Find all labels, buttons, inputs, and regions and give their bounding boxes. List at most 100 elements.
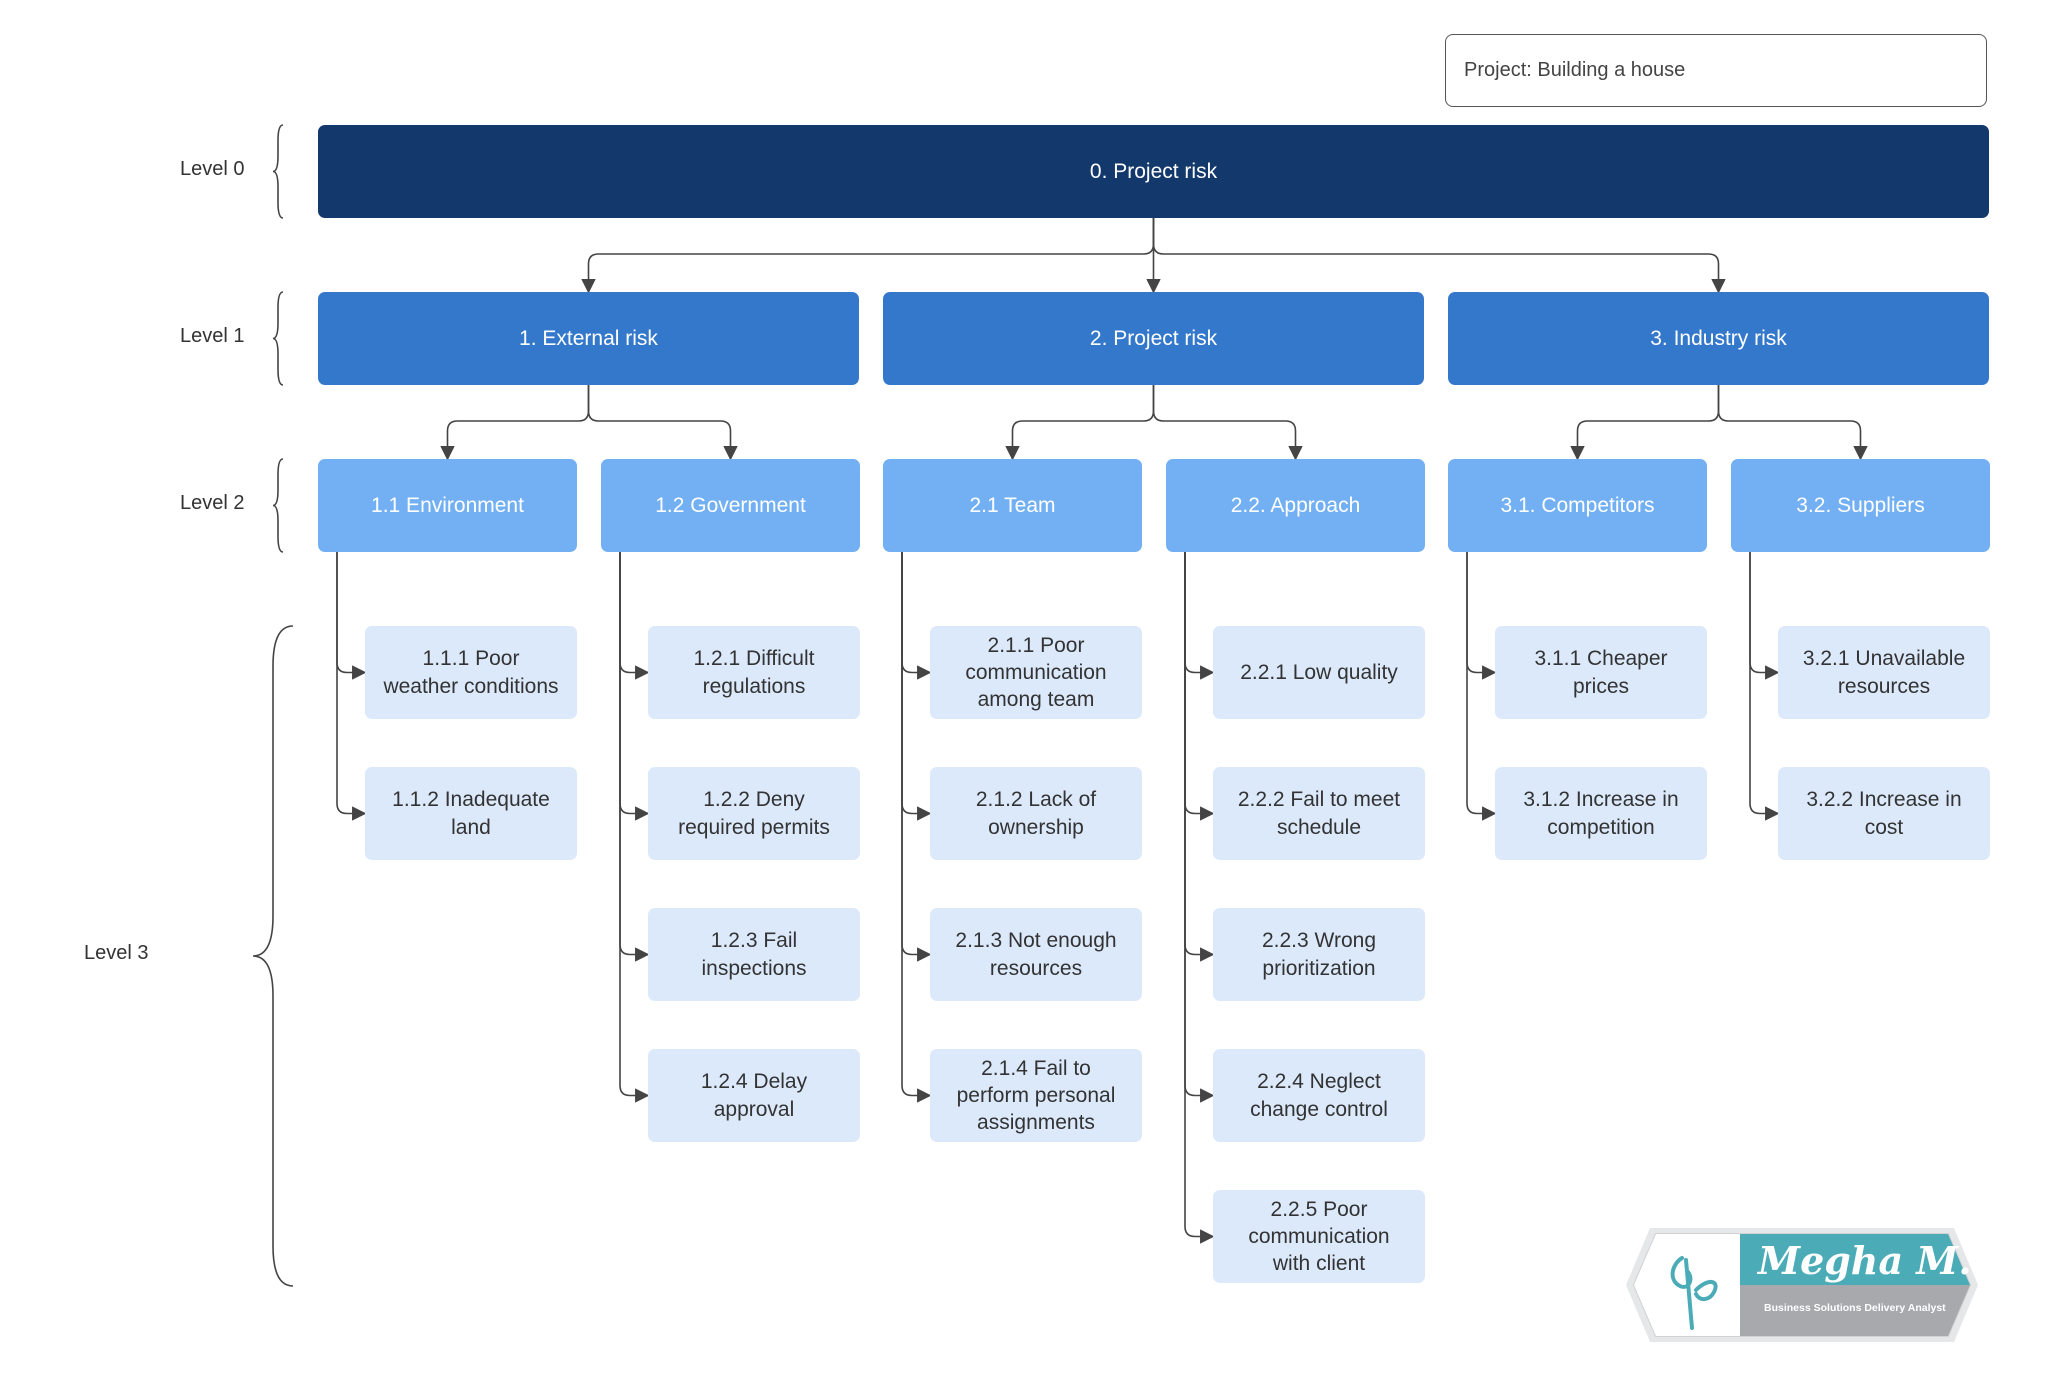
risk-item-2-2-4: 2.2.4 Neglect change control [1213,1049,1425,1142]
connector-group-1-2-to-item-2 [619,552,650,821]
group-node-1-1: 1.1 Environment [318,459,577,552]
logo-tagline: Business Solutions Delivery Analyst [1764,1302,1946,1314]
risk-item-3-1-2-label: 3.1.2 Increase in competition [1523,788,1679,839]
category-node-1-label: 1. External risk [519,326,658,350]
group-node-3-2-label: 3.2. Suppliers [1796,493,1925,517]
connector-group-1-1-to-item-1 [336,552,367,680]
risk-item-3-2-1-label: 3.2.1 Unavailable resources [1802,647,1966,698]
risk-item-1-2-1-label: 1.2.1 Difficult regulations [693,647,815,698]
connector-group-1-2-to-item-3 [619,552,650,962]
category-node-1: 1. External risk [318,292,859,385]
connector-category-1-to-group-1 [440,385,590,461]
connector-group-1-2-to-item-1 [619,552,650,680]
level-2-label: Level 2 [180,492,245,514]
risk-item-2-2-5: 2.2.5 Poor communication with client [1213,1190,1425,1283]
level-3-brace-icon [252,625,294,1287]
risk-item-2-2-3: 2.2.3 Wrong prioritization [1213,908,1425,1001]
group-node-2-2: 2.2. Approach [1166,459,1425,552]
group-node-1-1-label: 1.1 Environment [371,493,524,517]
logo-monogram-icon [1670,1256,1718,1330]
risk-item-2-2-1: 2.2.1 Low quality [1213,626,1425,719]
connector-group-3-1-to-item-2 [1466,552,1497,821]
risk-item-1-2-3-label: 1.2.3 Fail inspections [701,929,807,980]
group-node-2-1-label: 2.1 Team [969,493,1056,517]
risk-item-1-2-1: 1.2.1 Difficult regulations [648,626,860,719]
connector-category-3-to-group-2 [1717,385,1868,461]
risk-item-2-2-5-label: 2.2.5 Poor communication with client [1248,1197,1390,1276]
level-3-label: Level 3 [84,942,149,964]
group-node-3-1-label: 3.1. Competitors [1500,493,1655,517]
risk-item-2-1-3: 2.1.3 Not enough resources [930,908,1142,1001]
connector-group-2-2-to-item-1 [1184,552,1215,680]
connector-root-to-category-3 [1152,218,1726,294]
logo: Megha M. Business Solutions Delivery Ana… [1626,1228,1978,1342]
risk-item-3-1-1-label: 3.1.1 Cheaper prices [1534,647,1668,698]
root-node-label: 0. Project risk [1089,159,1218,183]
risk-item-3-2-2: 3.2.2 Increase in cost [1778,767,1990,860]
connector-group-1-2-to-item-4 [619,552,650,1103]
category-node-2: 2. Project risk [883,292,1424,385]
logo-name: Megha M. [1756,1238,1972,1283]
connector-category-1-to-group-2 [587,385,738,461]
level-1-label: Level 1 [180,325,245,347]
risk-item-1-2-4: 1.2.4 Delay approval [648,1049,860,1142]
risk-item-1-1-2: 1.1.2 Inadequate land [365,767,577,860]
connector-group-2-1-to-item-4 [901,552,932,1103]
risk-item-1-1-1-label: 1.1.1 Poor weather conditions [383,647,559,698]
level-0-brace-icon [272,124,284,219]
connector-group-2-2-to-item-3 [1184,552,1215,962]
group-node-1-2-label: 1.2 Government [655,493,806,517]
connector-group-2-2-to-item-2 [1184,552,1215,821]
connector-group-2-1-to-item-3 [901,552,932,962]
connector-group-3-1-to-item-1 [1466,552,1497,680]
risk-item-2-1-2-label: 2.1.2 Lack of ownership [975,788,1097,839]
project-label-box: Project: Building a house [1445,34,1987,107]
risk-item-2-1-3-label: 2.1.3 Not enough resources [955,929,1117,980]
project-label: Project: Building a house [1464,59,1686,81]
risk-item-1-2-2: 1.2.2 Deny required permits [648,767,860,860]
risk-item-2-1-1-label: 2.1.1 Poor communication among team [965,633,1107,712]
risk-item-2-1-4-label: 2.1.4 Fail to perform personal assignmen… [956,1056,1116,1135]
risk-item-1-2-4-label: 1.2.4 Delay approval [700,1070,808,1121]
connector-category-2-to-group-2 [1152,385,1303,461]
connector-group-3-2-to-item-2 [1749,552,1780,821]
risk-item-2-1-2: 2.1.2 Lack of ownership [930,767,1142,860]
risk-item-2-2-2: 2.2.2 Fail to meet schedule [1213,767,1425,860]
risk-item-2-2-3-label: 2.2.3 Wrong prioritization [1261,929,1376,980]
risk-item-3-2-1: 3.2.1 Unavailable resources [1778,626,1990,719]
group-node-2-1: 2.1 Team [883,459,1142,552]
risk-item-1-2-3: 1.2.3 Fail inspections [648,908,860,1001]
risk-item-1-2-2-label: 1.2.2 Deny required permits [678,788,830,839]
connector-group-2-2-to-item-5 [1184,552,1215,1244]
group-node-3-2: 3.2. Suppliers [1731,459,1990,552]
risk-item-3-2-2-label: 3.2.2 Increase in cost [1806,788,1962,839]
connector-category-3-to-group-1 [1570,385,1720,461]
connector-group-2-2-to-item-4 [1184,552,1215,1103]
group-node-1-2: 1.2 Government [601,459,860,552]
category-node-3: 3. Industry risk [1448,292,1989,385]
connector-group-3-2-to-item-1 [1749,552,1780,680]
connector-category-2-to-group-1 [1005,385,1155,461]
category-node-2-label: 2. Project risk [1089,326,1218,350]
risk-item-2-1-4: 2.1.4 Fail to perform personal assignmen… [930,1049,1142,1142]
level-1-brace-icon [272,291,284,386]
connector-group-1-1-to-item-2 [336,552,367,821]
level-2-brace-icon [272,458,284,553]
group-node-2-2-label: 2.2. Approach [1230,493,1361,517]
risk-item-1-1-2-label: 1.1.2 Inadequate land [392,788,550,839]
level-0-label: Level 0 [180,158,245,180]
risk-item-2-2-1-label: 2.2.1 Low quality [1240,660,1398,684]
category-node-3-label: 3. Industry risk [1650,326,1787,350]
root-node: 0. Project risk [318,125,1989,218]
risk-item-3-1-2: 3.1.2 Increase in competition [1495,767,1707,860]
risk-item-2-2-4-label: 2.2.4 Neglect change control [1250,1070,1388,1121]
connector-group-2-1-to-item-1 [901,552,932,680]
connector-group-2-1-to-item-2 [901,552,932,821]
risk-item-1-1-1: 1.1.1 Poor weather conditions [365,626,577,719]
group-node-3-1: 3.1. Competitors [1448,459,1707,552]
connector-root-to-category-1 [581,218,1155,294]
risk-item-2-1-1: 2.1.1 Poor communication among team [930,626,1142,719]
risk-item-2-2-2-label: 2.2.2 Fail to meet schedule [1237,788,1401,839]
